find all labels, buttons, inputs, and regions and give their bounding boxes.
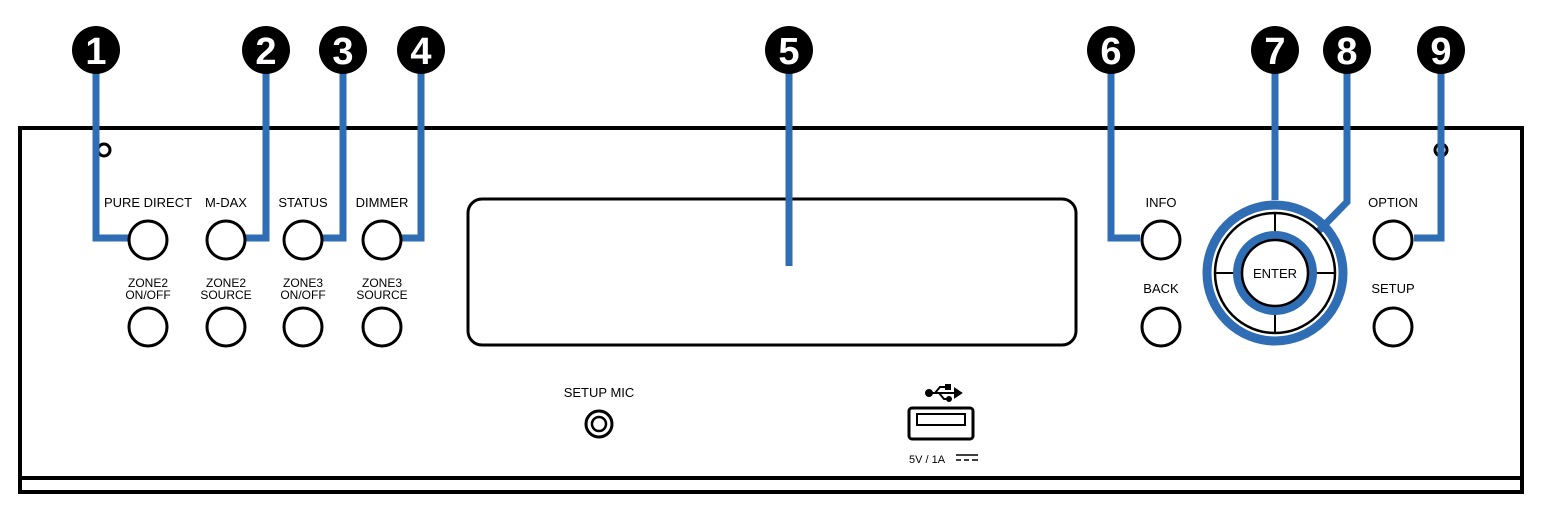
label-zone2-onoff-line1: ZONE2 — [128, 276, 168, 290]
enter-ring-highlight — [1233, 231, 1317, 315]
callout-5-number: 5 — [778, 31, 799, 73]
info-button[interactable] — [1140, 219, 1182, 261]
m-dax-button[interactable] — [205, 219, 247, 261]
callout-9-number: 9 — [1430, 31, 1451, 73]
callout-2: 2 — [242, 26, 290, 74]
callout-markers: 1 2 3 4 5 6 7 8 9 — [72, 26, 1465, 74]
callout-3-number: 3 — [332, 31, 353, 73]
chassis-outline — [18, 126, 1524, 480]
callout-2-number: 2 — [255, 31, 276, 73]
display-window — [466, 197, 1078, 347]
zone2-source-button[interactable] — [205, 306, 247, 348]
callout-8: 8 — [1323, 26, 1371, 74]
pure-direct-button[interactable] — [127, 219, 169, 261]
label-zone3-source-line1: ZONE3 — [362, 276, 402, 290]
label-m-dax: M-DAX — [205, 195, 247, 210]
label-enter: ENTER — [1253, 266, 1297, 281]
dimmer-button[interactable] — [361, 219, 403, 261]
usb-icon — [925, 384, 963, 402]
label-status: STATUS — [278, 195, 328, 210]
callout-4: 4 — [397, 26, 445, 74]
zone2-onoff-button[interactable] — [127, 306, 169, 348]
option-button[interactable] — [1372, 219, 1414, 261]
zone3-onoff-button[interactable] — [282, 306, 324, 348]
cursor-ring-highlight — [1202, 200, 1348, 346]
callout-9: 9 — [1417, 26, 1465, 74]
callout-5: 5 — [765, 26, 813, 74]
callout-4-number: 4 — [410, 31, 431, 73]
label-info: INFO — [1145, 195, 1176, 210]
label-zone3-onoff-line2: ON/OFF — [280, 288, 325, 302]
label-dimmer: DIMMER — [356, 195, 409, 210]
label-setup-mic: SETUP MIC — [564, 385, 635, 400]
zone3-source-button[interactable] — [361, 306, 403, 348]
label-zone2-source-line1: ZONE2 — [206, 276, 246, 290]
dc-symbol-icon — [956, 454, 978, 461]
setup-button[interactable] — [1372, 306, 1414, 348]
label-zone3-onoff-line1: ZONE3 — [283, 276, 323, 290]
label-option: OPTION — [1368, 195, 1418, 210]
label-setup: SETUP — [1371, 281, 1414, 296]
callout-6: 6 — [1087, 26, 1135, 74]
callout-6-number: 6 — [1100, 31, 1121, 73]
callout-8-number: 8 — [1336, 31, 1357, 73]
cursor-ring-dividers — [1215, 213, 1335, 333]
setup-mic-jack-inner — [590, 415, 608, 433]
label-usb-rating: 5V / 1A — [909, 454, 946, 466]
callout-1: 1 — [72, 26, 120, 74]
callout-7: 7 — [1251, 26, 1299, 74]
leader-1 — [92, 70, 129, 242]
label-zone2-onoff-line2: ON/OFF — [125, 288, 170, 302]
usb-port-slot — [916, 413, 966, 426]
label-pure-direct: PURE DIRECT — [104, 195, 192, 210]
label-zone2-source-line2: SOURCE — [200, 288, 251, 302]
label-zone3-source-line2: SOURCE — [356, 288, 407, 302]
status-button[interactable] — [282, 219, 324, 261]
callout-7-number: 7 — [1264, 31, 1285, 73]
leader-4 — [401, 70, 425, 242]
screw-left — [96, 142, 112, 158]
callout-3: 3 — [319, 26, 367, 74]
back-button[interactable] — [1140, 306, 1182, 348]
leader-6 — [1107, 70, 1140, 242]
leader-3 — [322, 70, 347, 242]
leader-9 — [1414, 70, 1445, 242]
leader-2 — [245, 70, 270, 242]
callout-1-number: 1 — [85, 31, 106, 73]
enter-button[interactable] — [1240, 238, 1310, 308]
label-back: BACK — [1143, 281, 1179, 296]
